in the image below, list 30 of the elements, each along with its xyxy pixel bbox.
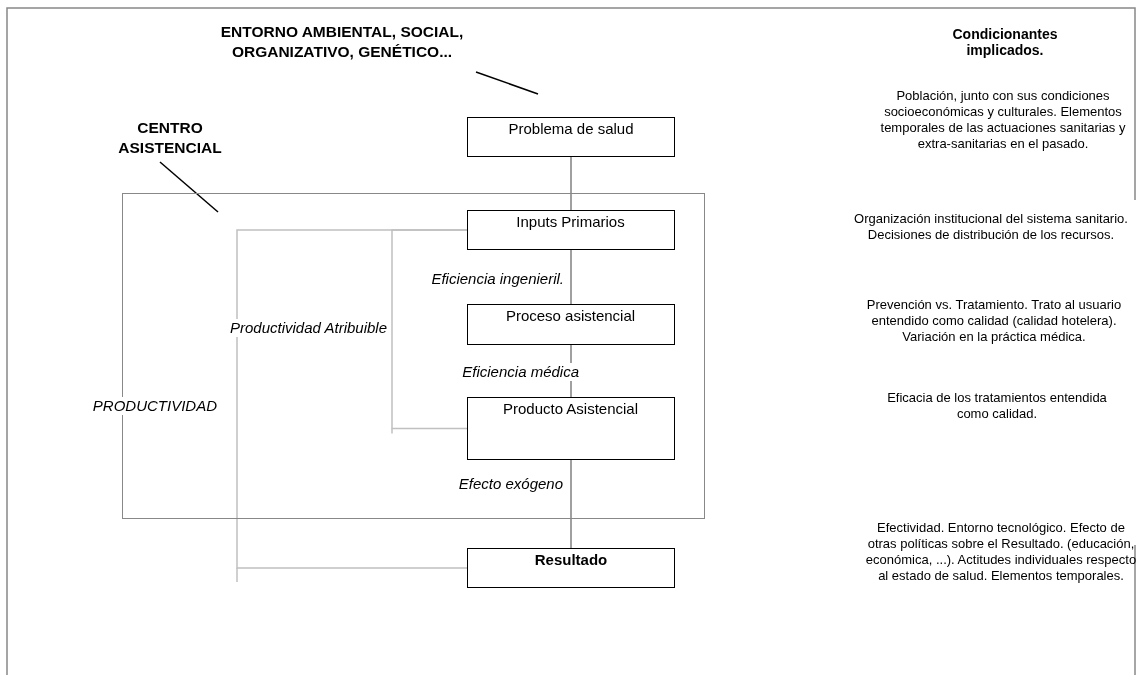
process-box (466, 303, 675, 345)
bracket-connector (391, 229, 468, 435)
note-text: Prevención vs. Tratamiento. Trato al usuario entendido como calidad (calidad hotelera). Variación en la práctica médica. (865, 297, 1123, 345)
leader-line (159, 161, 219, 213)
column-heading: Condicionantes implicados. (951, 26, 1059, 58)
note-text: Efectividad. Entorno tecnológico. Efecto de otras políticas sobre el Resultado. (educación, económica, ...). Actitudes individuales respecto al estado de salud. Elementos temporales. (864, 520, 1138, 584)
note-text: Eficacia de los tratamientos entendida como calidad. (886, 390, 1108, 422)
edge-label: PRODUCTIVIDAD (91, 397, 218, 415)
connector-line (570, 249, 572, 305)
process-box (467, 117, 675, 157)
bracket-connector (236, 229, 468, 583)
leader-line (475, 71, 539, 95)
box-label: Proceso asistencial (505, 306, 636, 325)
process-box (466, 396, 675, 460)
box-label: Inputs Primarios (516, 212, 625, 231)
edge-label: Eficiencia ingenieril. (430, 270, 565, 288)
process-box (466, 209, 675, 250)
note-text: Población, junto con sus condiciones socioeconómicas y culturales. Elementos temporales de las actuaciones sanitarias y extra-sanitarias en el pasado. (879, 88, 1127, 152)
heading-text: CENTRO ASISTENCIAL (95, 118, 245, 162)
edge-label: Efecto exógeno (457, 475, 564, 493)
heading-text: ENTORNO AMBIENTAL, SOCIAL, ORGANIZATIVO, GENÉTICO... (208, 22, 476, 84)
box-label: Resultado (534, 551, 608, 569)
note-text: Organización institucional del sistema sanitario. Decisiones de distribución de los recursos. (853, 211, 1129, 243)
edge-label: Productividad Atribuible (228, 319, 388, 337)
connector-line (570, 156, 572, 211)
box-label: Problema de salud (508, 120, 634, 138)
box-label: Producto Asistencial (502, 399, 639, 418)
edge-label: Eficiencia médica (461, 363, 580, 381)
result-box (467, 548, 675, 588)
connector-line (570, 459, 572, 549)
